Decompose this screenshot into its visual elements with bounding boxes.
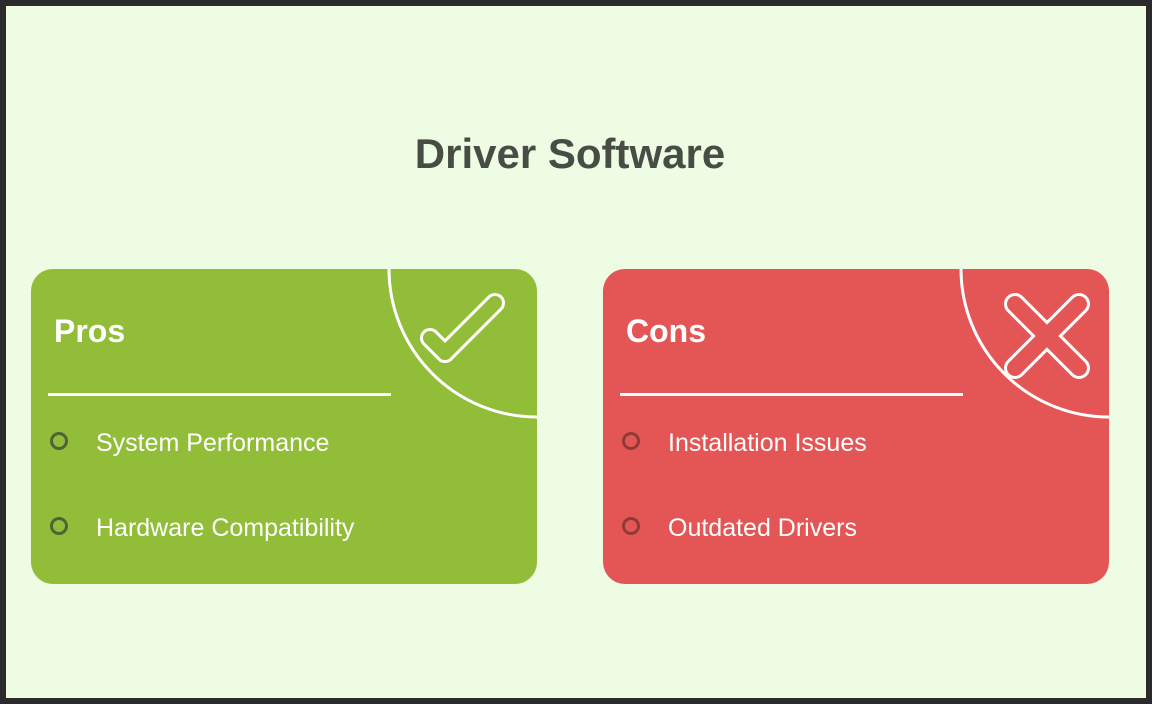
pros-divider [48,393,391,396]
bullet-circle-icon [622,517,640,535]
bullet-circle-icon [622,432,640,450]
cross-icon [1004,293,1090,379]
cons-card: Cons Installation Issues Outdated Driver… [603,269,1109,584]
cons-heading: Cons [626,313,706,349]
cons-divider [620,393,963,396]
bullet-circle-icon [50,432,68,450]
list-item-label: Outdated Drivers [668,514,857,542]
list-item-label: Hardware Compatibility [96,514,355,542]
cross-badge [959,269,1109,419]
bullet-circle-icon [50,517,68,535]
checkmark-icon [420,293,505,363]
list-item-label: System Performance [96,429,330,457]
checkmark-badge [387,269,537,419]
pros-card: Pros System Performance Hardware Compati… [31,269,537,584]
list-item-label: Installation Issues [668,429,867,457]
page-title: Driver Software [414,130,726,177]
pros-heading: Pros [54,313,126,349]
